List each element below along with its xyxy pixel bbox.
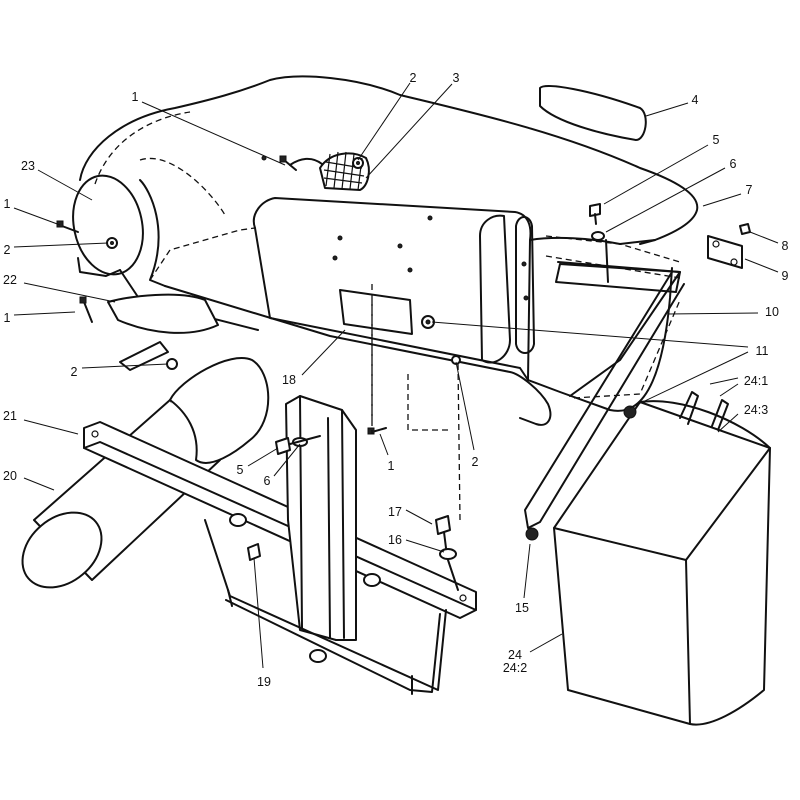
callout-label: 17 bbox=[388, 505, 402, 519]
callout-label: 9 bbox=[782, 269, 789, 283]
callout-label: 24:2 bbox=[503, 661, 527, 675]
callout-label: 8 bbox=[782, 239, 789, 253]
callout-leader bbox=[357, 82, 411, 161]
callout-label: 10 bbox=[765, 305, 779, 319]
callout-leader bbox=[667, 312, 759, 315]
callout-label: 19 bbox=[257, 675, 271, 689]
callout-leader bbox=[523, 543, 531, 599]
callout-label: 21 bbox=[3, 409, 17, 423]
callout-leader bbox=[379, 433, 389, 456]
cover-plate bbox=[539, 85, 647, 141]
callout-leader bbox=[529, 633, 563, 653]
upper-housing bbox=[72, 75, 699, 426]
lower-frame bbox=[204, 513, 447, 695]
callout-leader bbox=[455, 361, 475, 451]
hardware bbox=[56, 155, 751, 591]
callout-label: 3 bbox=[453, 71, 460, 85]
callout-label: 7 bbox=[746, 183, 753, 197]
callout-leader bbox=[431, 321, 749, 348]
callout-leader bbox=[365, 83, 453, 179]
cable bbox=[289, 157, 323, 166]
callout-leader bbox=[645, 102, 689, 117]
callout-leader bbox=[603, 144, 709, 205]
callout-label: 24:3 bbox=[744, 403, 768, 417]
callout-leader bbox=[253, 557, 264, 669]
callout-leader bbox=[141, 101, 286, 166]
callout-label: 24:1 bbox=[744, 374, 768, 388]
callout-label: 2 bbox=[4, 243, 11, 257]
callout-label: 1 bbox=[132, 90, 139, 104]
callout-label: 20 bbox=[3, 469, 17, 483]
callout-label: 23 bbox=[21, 159, 35, 173]
callout-label: 2 bbox=[410, 71, 417, 85]
callout-label: 6 bbox=[730, 157, 737, 171]
callout-label: 16 bbox=[388, 533, 402, 547]
callout-label: 5 bbox=[237, 463, 244, 477]
callout-leader bbox=[23, 419, 79, 435]
callout-leader bbox=[749, 231, 779, 244]
callout-label: 1 bbox=[4, 197, 11, 211]
callout-label: 24 bbox=[508, 648, 522, 662]
callout-leader bbox=[405, 509, 433, 525]
callout-label: 15 bbox=[515, 601, 529, 615]
callout-leader bbox=[605, 167, 726, 233]
callout-label: 2 bbox=[71, 365, 78, 379]
callout-label: 11 bbox=[756, 344, 769, 358]
callout-label: 22 bbox=[3, 273, 17, 287]
callout-leader bbox=[405, 539, 445, 553]
callout-leader bbox=[23, 477, 55, 491]
callout-leader bbox=[13, 242, 109, 248]
callout-label: 4 bbox=[692, 93, 699, 107]
mesh-grille bbox=[319, 151, 370, 191]
small-bracket bbox=[119, 341, 169, 371]
callout-leader bbox=[81, 363, 169, 369]
channel-post bbox=[285, 395, 357, 641]
callout-leader bbox=[629, 351, 749, 409]
bracket-plate bbox=[707, 235, 743, 269]
callout-leader bbox=[247, 447, 279, 467]
callout-leader bbox=[719, 383, 739, 397]
callout-leader bbox=[37, 169, 93, 201]
callout-label: 2 bbox=[472, 455, 479, 469]
callout-label: 6 bbox=[264, 474, 271, 488]
callout-leader bbox=[709, 377, 739, 385]
callout-leader bbox=[13, 311, 76, 316]
flap-plate bbox=[107, 293, 219, 334]
callout-leader bbox=[301, 329, 346, 376]
callout-leader bbox=[13, 207, 61, 226]
callout-leader bbox=[273, 443, 301, 477]
angle-bracket bbox=[339, 289, 413, 335]
collection-bag bbox=[553, 391, 771, 726]
side-rail bbox=[524, 263, 685, 529]
callout-label: 1 bbox=[4, 311, 11, 325]
callout-label: 1 bbox=[388, 459, 395, 473]
callout-leader bbox=[702, 193, 742, 207]
callout-label: 18 bbox=[282, 373, 296, 387]
callout-leader bbox=[23, 282, 116, 303]
callout-leader bbox=[717, 413, 739, 433]
callout-label: 5 bbox=[713, 133, 720, 147]
callout-leader bbox=[744, 258, 779, 273]
